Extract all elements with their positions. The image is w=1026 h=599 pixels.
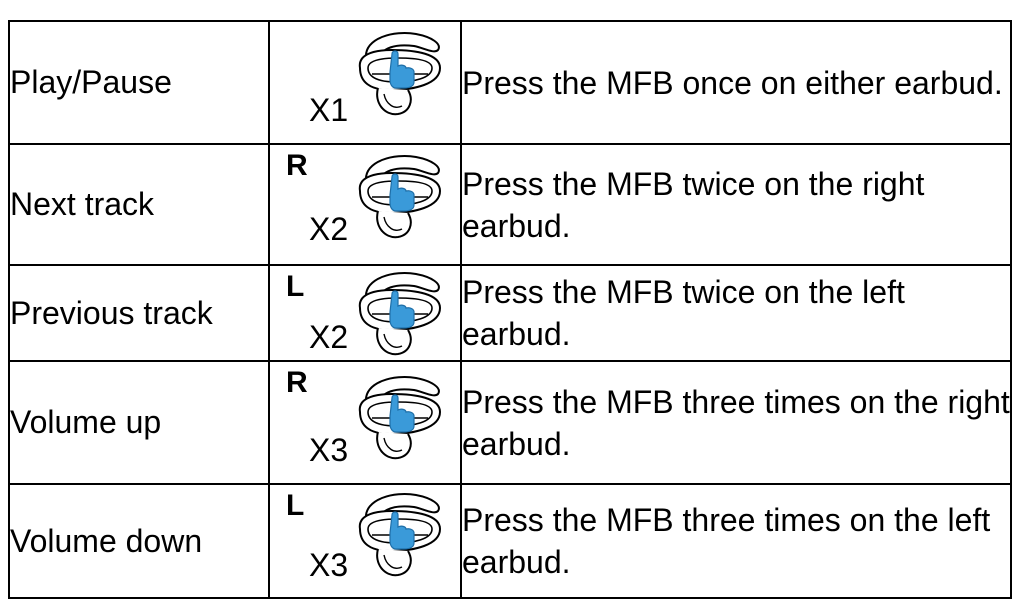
action-description: Press the MFB twice on the left earbud. <box>460 264 1012 362</box>
press-count: X3 <box>309 547 349 583</box>
press-count: X2 <box>309 319 349 355</box>
earbud-press-icon <box>354 372 446 462</box>
table-row: Previous track L X2 Press the MFB twice … <box>8 264 1012 362</box>
press-illustration: L X2 <box>268 264 462 362</box>
action-label: Previous track <box>8 264 270 362</box>
press-count: X3 <box>309 432 349 468</box>
side-indicator: R <box>286 366 308 399</box>
press-illustration: X1 <box>268 20 462 145</box>
side-indicator: L <box>286 489 305 522</box>
earbud-press-icon <box>354 28 446 118</box>
action-description: Press the MFB twice on the right earbud. <box>460 143 1012 266</box>
press-illustration: R X2 <box>268 143 462 266</box>
action-description: Press the MFB once on either earbud. <box>460 20 1012 145</box>
table-row: Play/Pause X1 Press the MFB once on eith… <box>8 20 1012 145</box>
earbud-press-icon <box>354 268 446 358</box>
action-label: Volume up <box>8 360 270 485</box>
action-label: Volume down <box>8 483 270 599</box>
press-count: X1 <box>309 92 349 128</box>
action-description: Press the MFB three times on the left ea… <box>460 483 1012 599</box>
press-illustration: R X3 <box>268 360 462 485</box>
controls-table: Play/Pause X1 Press the MFB once on eith… <box>8 20 1012 599</box>
press-count: X2 <box>309 211 349 247</box>
side-indicator: L <box>286 270 305 303</box>
side-indicator: R <box>286 149 308 182</box>
action-label: Play/Pause <box>8 20 270 145</box>
earbud-press-icon <box>354 489 446 579</box>
earbud-press-icon <box>354 151 446 241</box>
action-label: Next track <box>8 143 270 266</box>
table-row: Volume down L X3 Press the MFB three tim… <box>8 483 1012 599</box>
table-row: Volume up R X3 Press the MFB three times… <box>8 360 1012 485</box>
press-illustration: L X3 <box>268 483 462 599</box>
action-description: Press the MFB three times on the right e… <box>460 360 1012 485</box>
table-row: Next track R X2 Press the MFB twice on t… <box>8 143 1012 266</box>
